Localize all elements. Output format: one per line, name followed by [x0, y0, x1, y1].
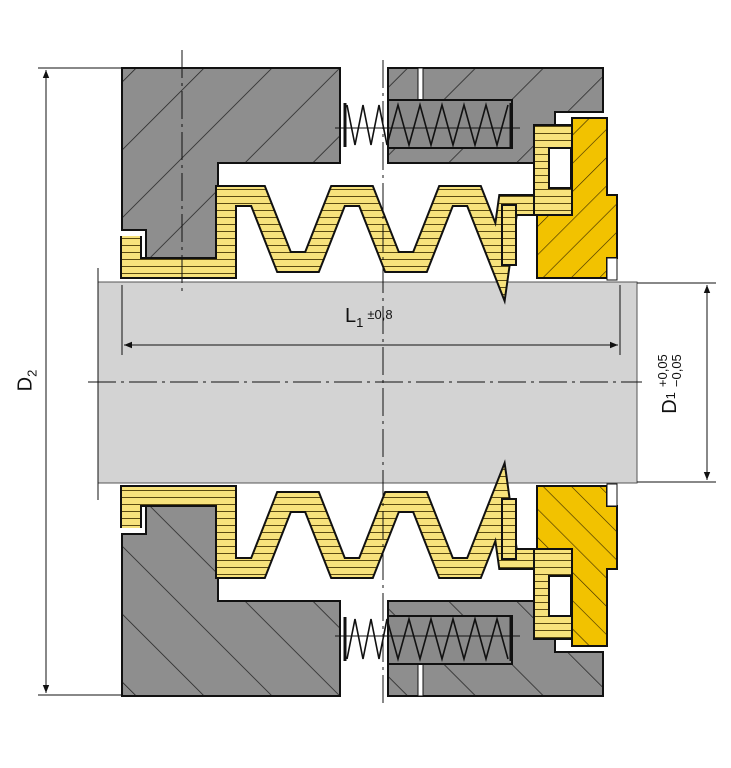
d1-symbol: D: [658, 399, 681, 414]
d1-subscript: 1: [662, 392, 678, 400]
d2-label: D2: [14, 370, 39, 392]
d2-symbol: D: [14, 376, 37, 392]
d2-subscript: 2: [24, 369, 40, 377]
l1-tolerance: ±0,8: [367, 307, 393, 322]
d1-tolerance-lower: −0,05: [668, 354, 684, 388]
l1-symbol: L: [345, 305, 357, 327]
d1-tolerance-upper: +0,05: [654, 354, 670, 388]
l1-label: L1±0,8: [345, 305, 393, 330]
l1-subscript: 1: [356, 315, 364, 330]
